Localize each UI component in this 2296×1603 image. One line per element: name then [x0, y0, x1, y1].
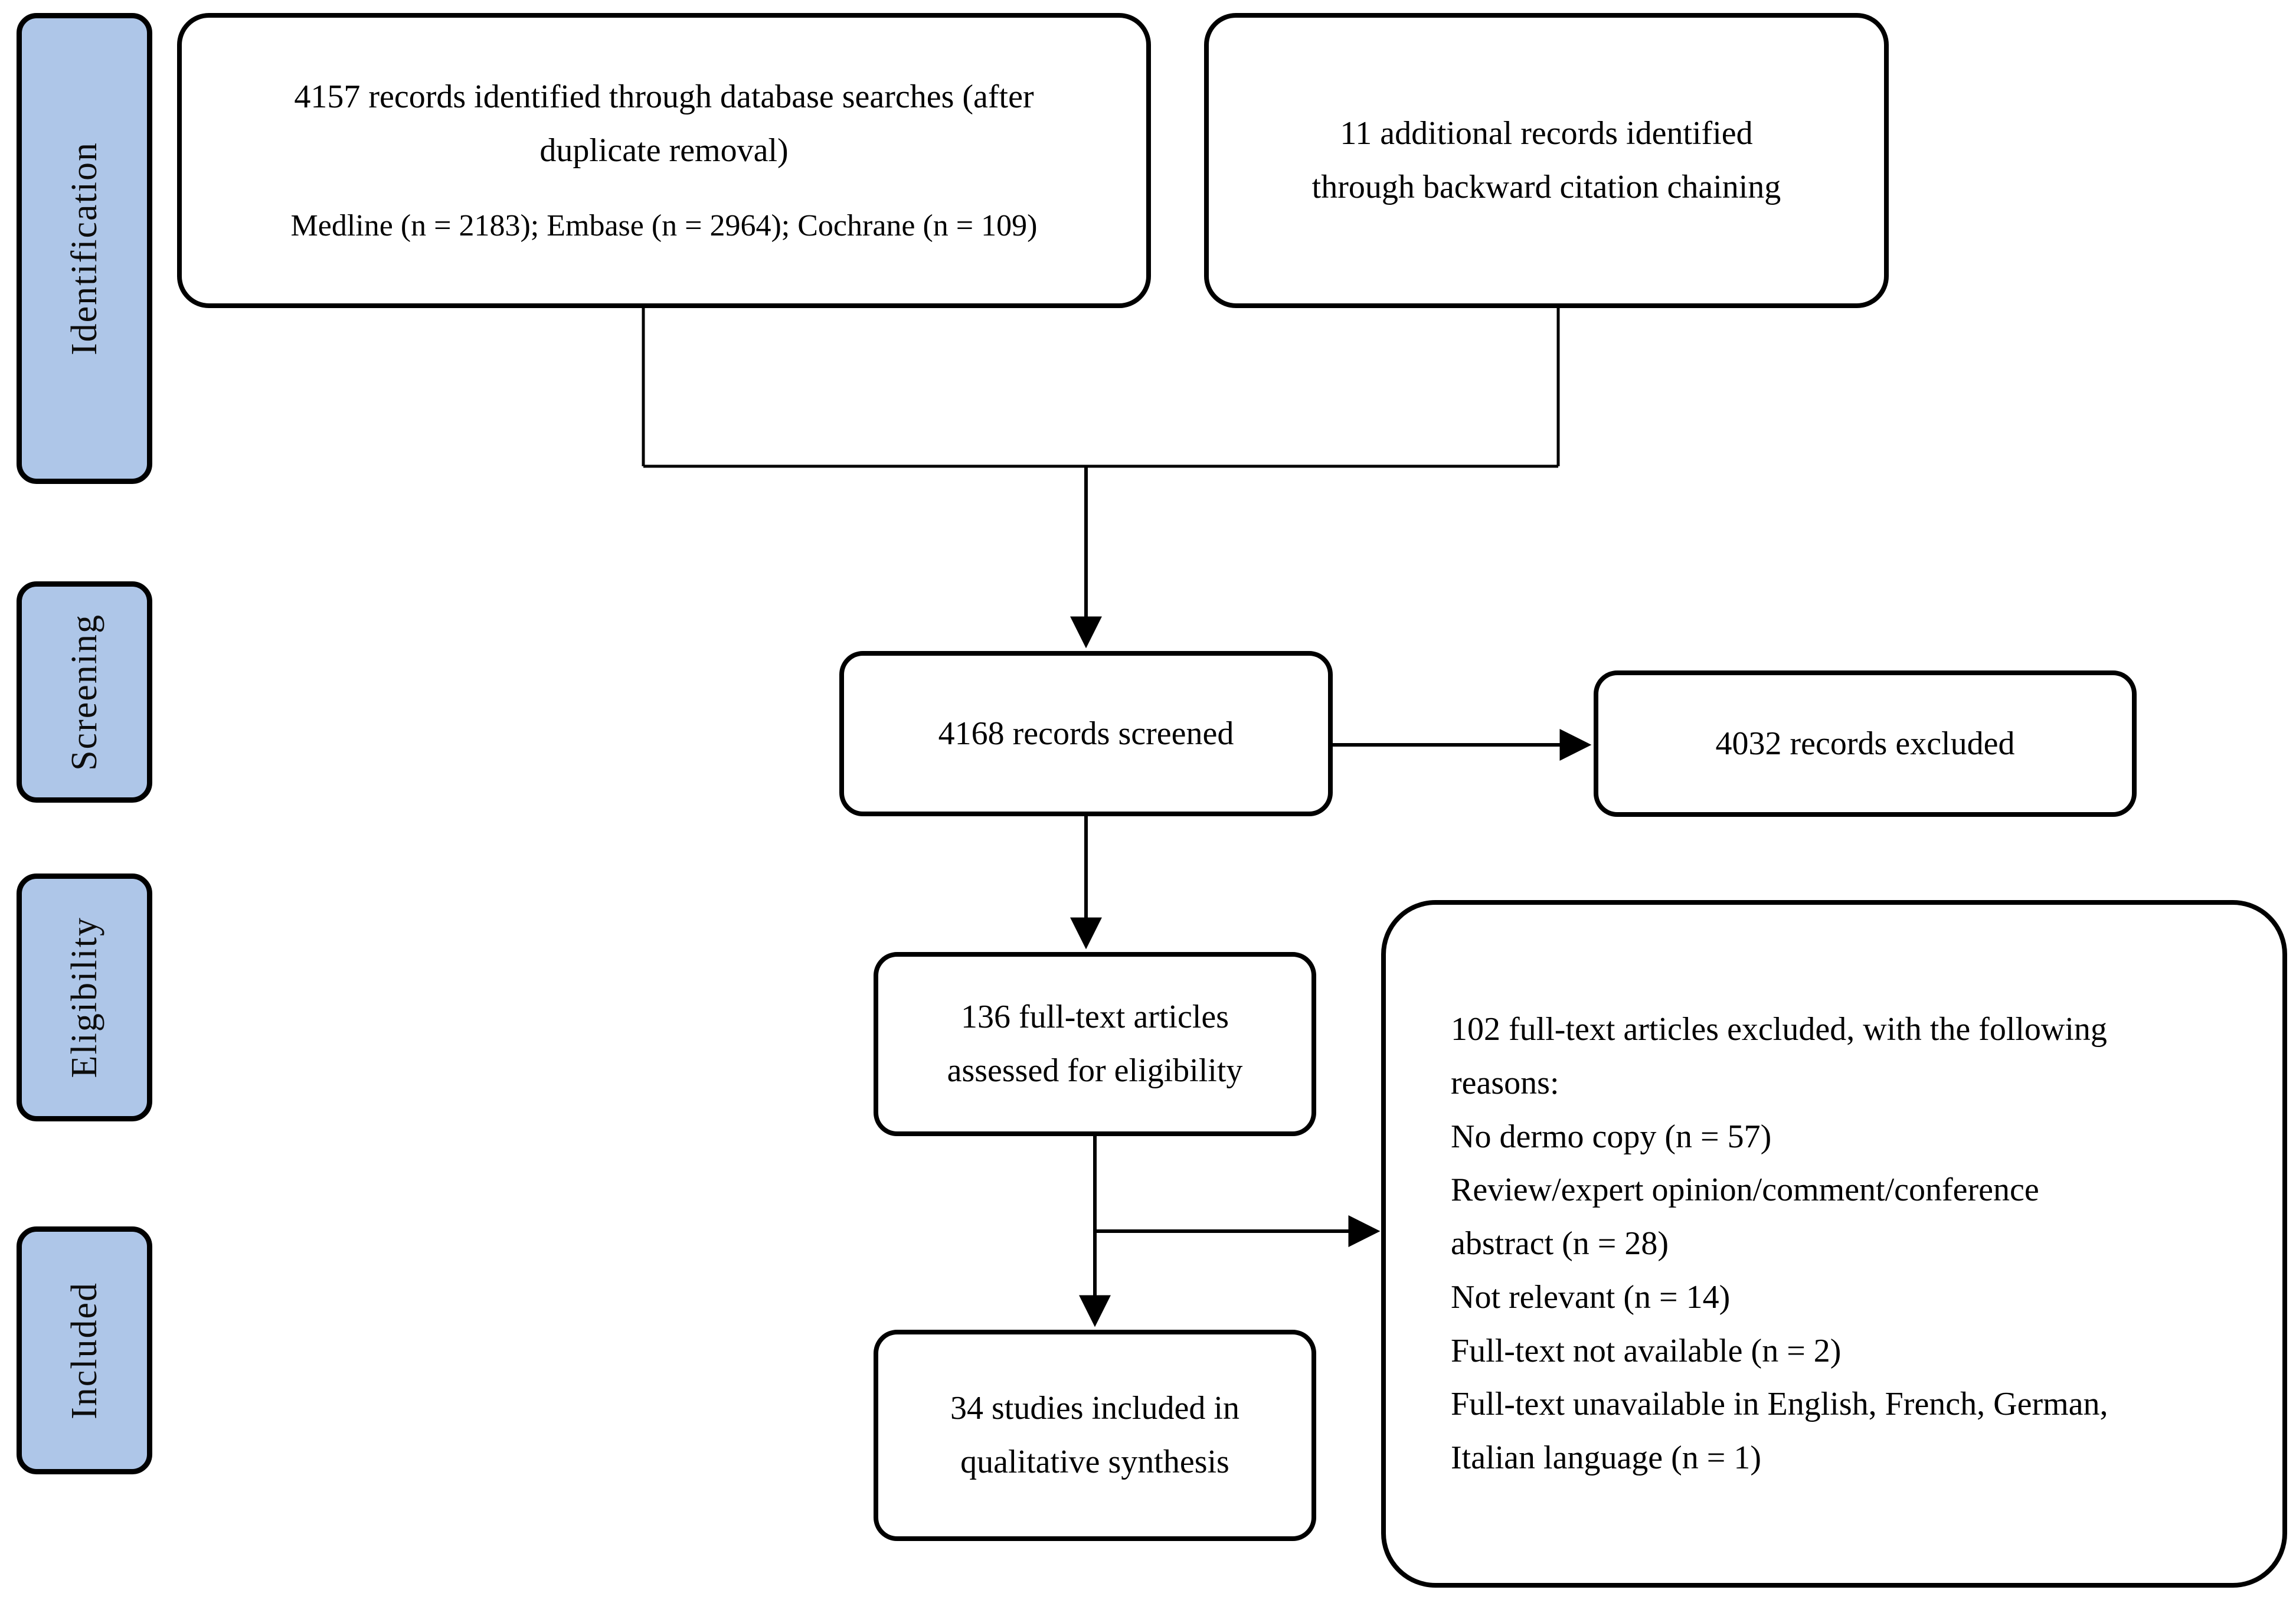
database-records-line-3: Medline (n = 2183); Embase (n = 2964); C… [290, 208, 1038, 243]
stage-label-identification-text: Identification [64, 142, 104, 355]
stage-label-screening-text: Screening [64, 613, 104, 771]
stage-label-included-text: Included [64, 1281, 104, 1419]
additional-records-line-2: through backward citation chaining [1311, 169, 1781, 205]
spacer [182, 178, 1146, 201]
fulltext-excluded-line-2: reasons: [1451, 1064, 1559, 1101]
box-additional-records: 11 additional records identified through… [1204, 13, 1889, 308]
box-records-screened: 4168 records screened [839, 651, 1333, 816]
box-database-records: 4157 records identified through database… [177, 13, 1151, 308]
fulltext-excluded-reason-language-1: Full-text unavailable in English, French… [1451, 1386, 2108, 1423]
stage-label-screening: Screening [17, 581, 152, 803]
fulltext-excluded-reason-not-available: Full-text not available (n = 2) [1451, 1332, 1842, 1369]
fulltext-excluded-reason-not-relevant: Not relevant (n = 14) [1451, 1278, 1731, 1316]
database-records-line-1: 4157 records identified through database… [294, 78, 1034, 116]
stage-label-eligibility: Eligibility [17, 874, 152, 1121]
fulltext-excluded-line-1: 102 full-text articles excluded, with th… [1451, 1011, 2107, 1048]
stage-label-included: Included [17, 1226, 152, 1474]
fulltext-assessed-line-2: assessed for eligibility [947, 1052, 1243, 1089]
studies-included-line-1: 34 studies included in [950, 1390, 1239, 1427]
additional-records-line-1: 11 additional records identified [1340, 115, 1753, 152]
studies-included-line-2: qualitative synthesis [960, 1444, 1229, 1480]
fulltext-excluded-reason-no-dermo-copy: No dermo copy (n = 57) [1451, 1118, 1772, 1155]
fulltext-excluded-reason-language-2: Italian language (n = 1) [1451, 1440, 1762, 1477]
database-records-line-2: duplicate removal) [539, 132, 789, 169]
fulltext-excluded-reason-review-opinion: Review/expert opinion/comment/conference [1451, 1172, 2039, 1209]
box-studies-included: 34 studies included in qualitative synth… [874, 1330, 1316, 1541]
fulltext-assessed-line-1: 136 full-text articles [960, 999, 1229, 1036]
records-screened-line-1: 4168 records screened [938, 715, 1234, 752]
box-records-excluded: 4032 records excluded [1594, 670, 2137, 817]
stage-label-eligibility-text: Eligibility [64, 917, 104, 1078]
stage-label-identification: Identification [17, 13, 152, 484]
box-fulltext-excluded: 102 full-text articles excluded, with th… [1381, 900, 2287, 1588]
box-fulltext-assessed: 136 full-text articles assessed for elig… [874, 952, 1316, 1136]
records-excluded-line-1: 4032 records excluded [1715, 725, 2015, 762]
fulltext-excluded-reason-abstract: abstract (n = 28) [1451, 1225, 1669, 1262]
